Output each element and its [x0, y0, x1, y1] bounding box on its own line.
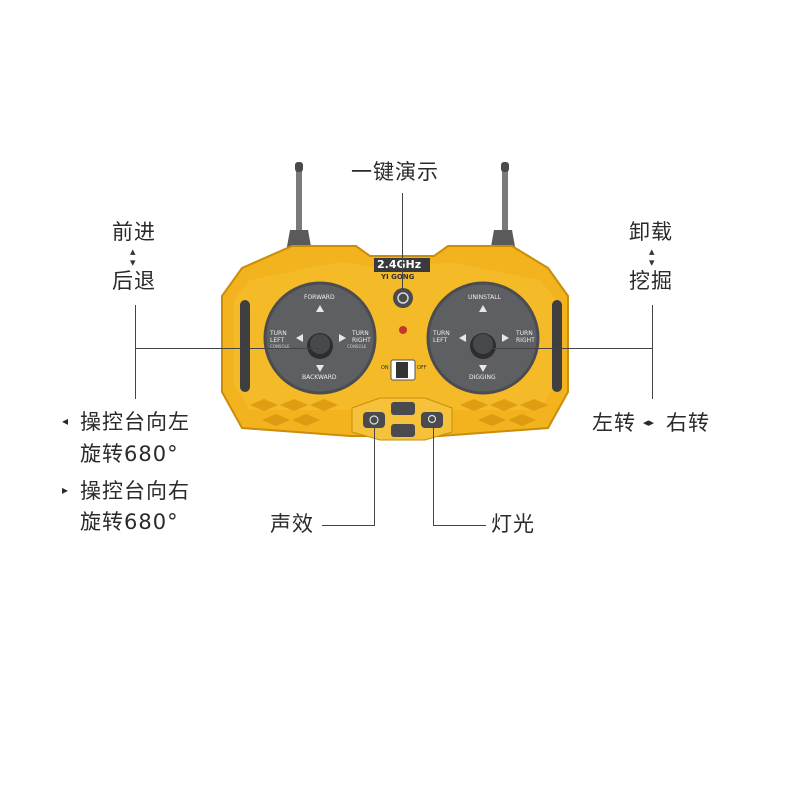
sound-horizontal-leader [322, 525, 374, 526]
frequency-text: 2.4GHz [377, 258, 422, 271]
speaker-icon [369, 415, 379, 425]
left-antenna [286, 162, 312, 252]
left-vertical-leader [135, 305, 136, 399]
right-stick-left-label-1: TURN [433, 330, 450, 337]
left-stick-right-label-2: RIGHT [352, 337, 371, 344]
rotate-right-line2: 旋转680° [80, 510, 179, 534]
extra-button-bottom[interactable] [391, 424, 415, 437]
left-grip [240, 300, 250, 392]
left-stick-down-label: BACKWARD [302, 374, 337, 381]
rotate-right-line1: 操控台向右 [80, 479, 190, 503]
light-horizontal-leader [434, 525, 486, 526]
bulb-icon [427, 414, 437, 424]
right-antenna [490, 162, 516, 252]
left-horizontal-leader [135, 348, 320, 349]
up-down-arrow-icon: ▴▾ [130, 245, 136, 269]
right-stick-up-label: UNINSTALL [468, 294, 501, 301]
left-stick-right-label-1: TURN [352, 330, 369, 337]
light-callout: 灯光 [491, 512, 535, 536]
left-stick-left-label-1: TURN [270, 330, 287, 337]
light-button[interactable] [421, 412, 443, 428]
tread-texture [250, 399, 548, 426]
left-stick-up-label: FORWARD [304, 294, 335, 301]
dig-callout: 挖掘 [629, 269, 673, 293]
left-arrow-icon: ◂ [62, 414, 70, 428]
play-icon [397, 292, 409, 304]
right-stick-right-label-2: RIGHT [516, 337, 535, 344]
sound-vertical-leader [374, 428, 375, 526]
sound-button[interactable] [363, 412, 385, 428]
rotate-left-line1: 操控台向左 [80, 410, 190, 434]
backward-callout: 后退 [112, 269, 156, 293]
left-stick-left-sub: CONSOLE [270, 344, 290, 349]
turn-right-callout: 右转 [666, 411, 710, 435]
demo-leader-line [402, 193, 403, 290]
turn-left-callout: 左转 [592, 411, 636, 435]
demo-button[interactable] [393, 288, 413, 308]
light-vertical-leader [433, 426, 434, 526]
right-horizontal-leader [483, 348, 652, 349]
left-stick-right-sub: CONSOLE [347, 344, 367, 349]
sound-callout: 声效 [270, 512, 314, 536]
right-stick-down-label: DIGGING [469, 374, 496, 381]
left-stick-left-label-2: LEFT [270, 337, 285, 344]
right-arrow-icon: ▸ [62, 483, 70, 497]
demo-callout: 一键演示 [351, 160, 439, 184]
right-grip [552, 300, 562, 392]
brand-text: YI GONG [381, 273, 415, 281]
rotate-left-line2: 旋转680° [80, 442, 179, 466]
switch-on-label: ON [381, 365, 389, 371]
extra-button-top[interactable] [391, 402, 415, 415]
switch-off-label: OFF [417, 365, 427, 371]
right-vertical-leader [652, 305, 653, 399]
right-stick-right-label-1: TURN [516, 330, 533, 337]
power-led [399, 326, 407, 334]
right-stick-left-label-2: LEFT [433, 337, 448, 344]
forward-callout: 前进 [112, 220, 156, 244]
unload-callout: 卸载 [629, 220, 673, 244]
left-right-arrow-icon: ◂▸ [643, 416, 655, 429]
up-down-arrow-icon: ▴▾ [649, 245, 655, 269]
